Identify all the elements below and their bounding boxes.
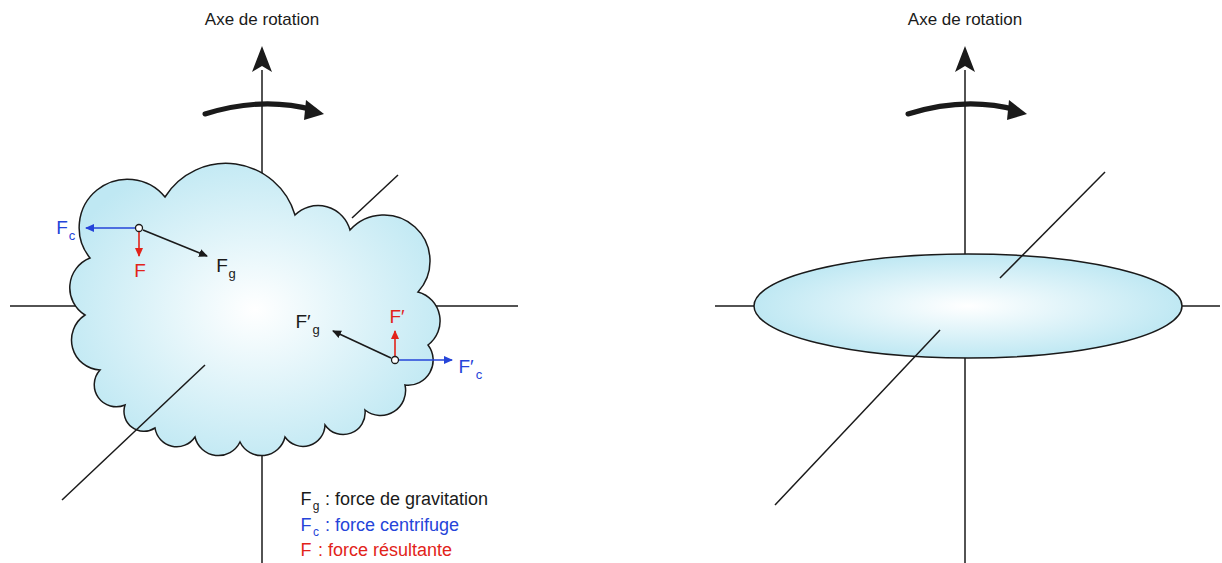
force-symbol: F <box>216 256 228 277</box>
centrifugal-force-arrow <box>399 359 452 361</box>
resultant-force-arrow <box>394 331 396 356</box>
legend-symbol: F <box>301 490 312 510</box>
gravity-force-arrow <box>143 230 207 256</box>
legend-text: : force centrifuge <box>325 516 459 536</box>
particle <box>136 225 143 232</box>
particle <box>392 357 399 364</box>
right-axes <box>715 70 1220 563</box>
right-diagonal-axis <box>775 172 1105 505</box>
force-symbol: F′ <box>458 357 473 378</box>
force-symbol: F <box>134 261 146 282</box>
rotation-arrowhead <box>1007 100 1027 120</box>
legend-symbol: F <box>301 516 312 536</box>
legend-subscript: g <box>313 500 320 513</box>
rotation-arrow <box>205 104 314 114</box>
gravity-force-arrow <box>333 331 391 358</box>
force-subscript: g <box>312 323 319 337</box>
force-subscript: c <box>69 229 76 243</box>
left-diagonal-axis <box>62 175 398 500</box>
rotation-arrowhead <box>304 100 324 120</box>
force-symbol: F <box>56 218 68 239</box>
axis-arrowhead <box>252 46 272 72</box>
rotation-arrow <box>908 104 1017 114</box>
resultant-force-arrow <box>138 232 140 256</box>
centrifugal-force-arrow <box>86 227 135 229</box>
flattened-disk <box>754 254 1182 358</box>
legend-symbol: F <box>301 541 312 561</box>
left-axes <box>10 70 518 563</box>
legend-subscript: c <box>313 526 319 539</box>
force-symbol: F′ <box>389 307 404 328</box>
force-subscript: g <box>228 267 235 281</box>
force-subscript: c <box>476 368 483 382</box>
force-symbol: F′ <box>295 312 310 333</box>
legend-text: : force de gravitation <box>325 490 488 510</box>
axis-title: Axe de rotation <box>205 11 319 30</box>
axis-title: Axe de rotation <box>908 11 1022 30</box>
axis-arrowhead <box>955 46 975 72</box>
legend-text: : force résultante <box>318 541 452 561</box>
gas-cloud <box>70 163 440 455</box>
